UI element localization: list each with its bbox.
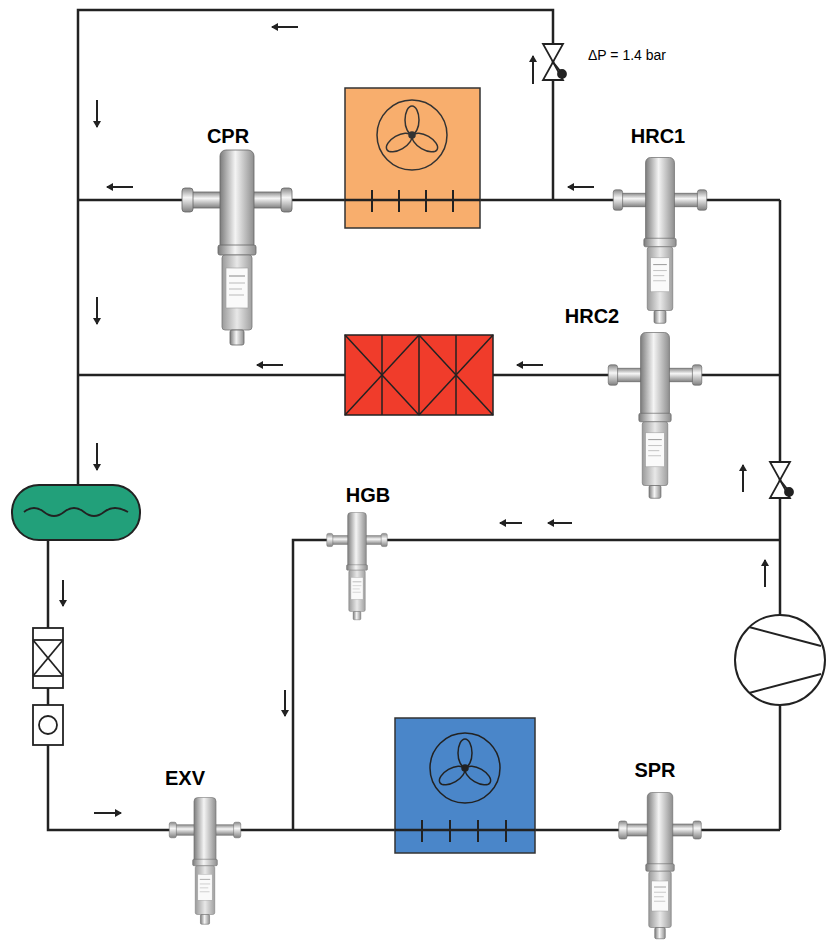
valve-label: CPR xyxy=(207,125,249,148)
flow-arrows xyxy=(63,27,765,813)
valve-label: HRC2 xyxy=(565,305,619,328)
valve-pictures xyxy=(169,150,707,939)
liquid-receiver xyxy=(12,485,140,540)
check-valve xyxy=(770,462,793,498)
pressure-note: ΔP = 1.4 bar xyxy=(586,47,668,63)
valve: HGB xyxy=(327,484,390,620)
compressor xyxy=(735,615,825,705)
valve-label: HRC1 xyxy=(631,125,685,148)
condenser xyxy=(345,88,480,228)
sight-glass xyxy=(33,705,63,745)
filter-drier xyxy=(33,628,63,688)
valve: EXV xyxy=(165,767,241,925)
evaporator xyxy=(395,718,535,853)
pipes xyxy=(48,10,780,830)
valve-label: HGB xyxy=(346,484,390,507)
relief-valve xyxy=(543,44,566,80)
valve: HRC1 xyxy=(613,125,707,324)
valve: CPR xyxy=(182,125,292,346)
valve-label: SPR xyxy=(634,759,675,782)
valve: SPR xyxy=(619,759,702,939)
valve: HRC2 xyxy=(565,305,702,499)
heat-exchanger xyxy=(345,335,493,415)
valve-label: EXV xyxy=(165,767,205,790)
